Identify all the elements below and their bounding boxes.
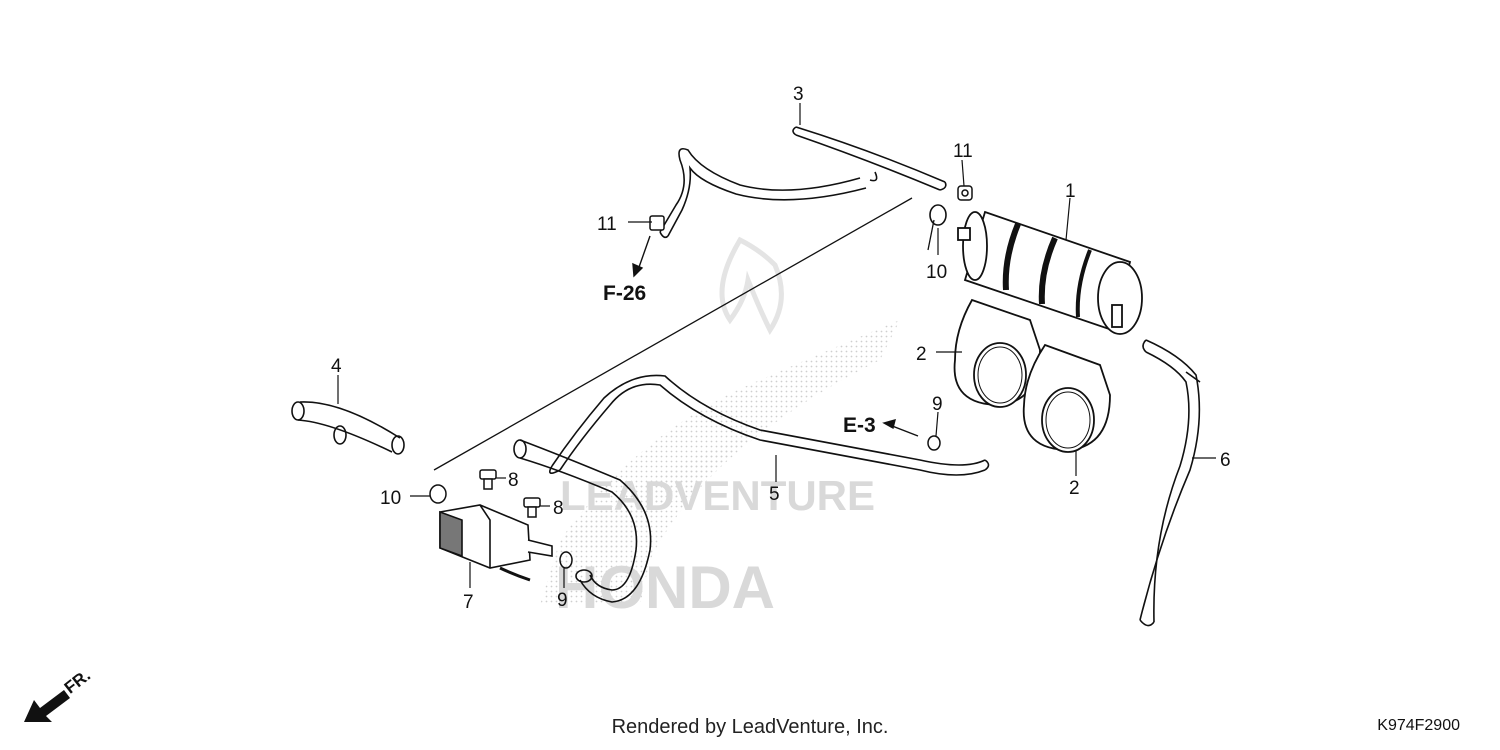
label-part-10-lower: 10 xyxy=(380,488,401,509)
diagram-code: K974F2900 xyxy=(1377,717,1460,734)
honda-watermark: HONDA LEADVENTURE xyxy=(540,236,900,621)
ref-f26: F-26 xyxy=(603,282,646,305)
clamp-part-9-right xyxy=(927,435,941,451)
screw-part-8-upper xyxy=(479,469,497,490)
clamp-part-10-lower xyxy=(429,484,447,504)
tube-part-5 xyxy=(513,374,990,603)
part-labels: 3 11 11 1 10 2 9 2 6 4 5 10 8 8 7 9 xyxy=(331,84,1231,613)
canister-part-1 xyxy=(957,210,1143,335)
label-part-11-left: 11 xyxy=(597,214,617,235)
label-part-2-right: 2 xyxy=(1069,478,1080,499)
valve-part-7 xyxy=(439,504,553,582)
fitting-part-11-right xyxy=(957,185,973,201)
tube-part-6 xyxy=(1139,339,1201,627)
label-part-9-lower: 9 xyxy=(557,590,568,611)
label-part-8-upper: 8 xyxy=(508,470,519,491)
label-part-5: 5 xyxy=(769,484,780,505)
rendered-by-text: Rendered by LeadVenture, Inc. xyxy=(611,716,889,738)
label-part-9-right: 9 xyxy=(932,394,943,415)
strap-part-2-right xyxy=(1022,343,1111,453)
label-part-8-lower: 8 xyxy=(553,498,564,519)
label-part-3: 3 xyxy=(793,84,804,105)
label-part-1: 1 xyxy=(1065,181,1076,202)
label-part-10-upper: 10 xyxy=(926,262,947,283)
honda-watermark-text: HONDA xyxy=(555,554,775,621)
flame-watermark-icon xyxy=(719,236,784,335)
leadventure-watermark-text: LEADVENTURE xyxy=(560,472,875,519)
front-arrow-icon xyxy=(24,690,70,722)
reference-arrows xyxy=(632,235,919,437)
clamp-part-10-upper xyxy=(929,204,947,226)
label-part-2-left: 2 xyxy=(916,344,927,365)
screw-part-8-lower xyxy=(523,497,541,518)
label-part-4: 4 xyxy=(331,356,342,377)
leader-lines xyxy=(433,197,935,471)
label-part-7: 7 xyxy=(463,592,474,613)
fitting-part-11-left xyxy=(649,215,665,231)
clamp-part-9-lower xyxy=(559,551,573,569)
label-part-6: 6 xyxy=(1220,450,1231,471)
label-part-11-right: 11 xyxy=(953,141,973,162)
callout-lines xyxy=(337,103,1216,588)
tube-part-4 xyxy=(291,401,405,455)
ref-e3: E-3 xyxy=(843,414,876,437)
tube-part-3 xyxy=(659,126,947,239)
strap-part-2-left xyxy=(953,298,1041,408)
